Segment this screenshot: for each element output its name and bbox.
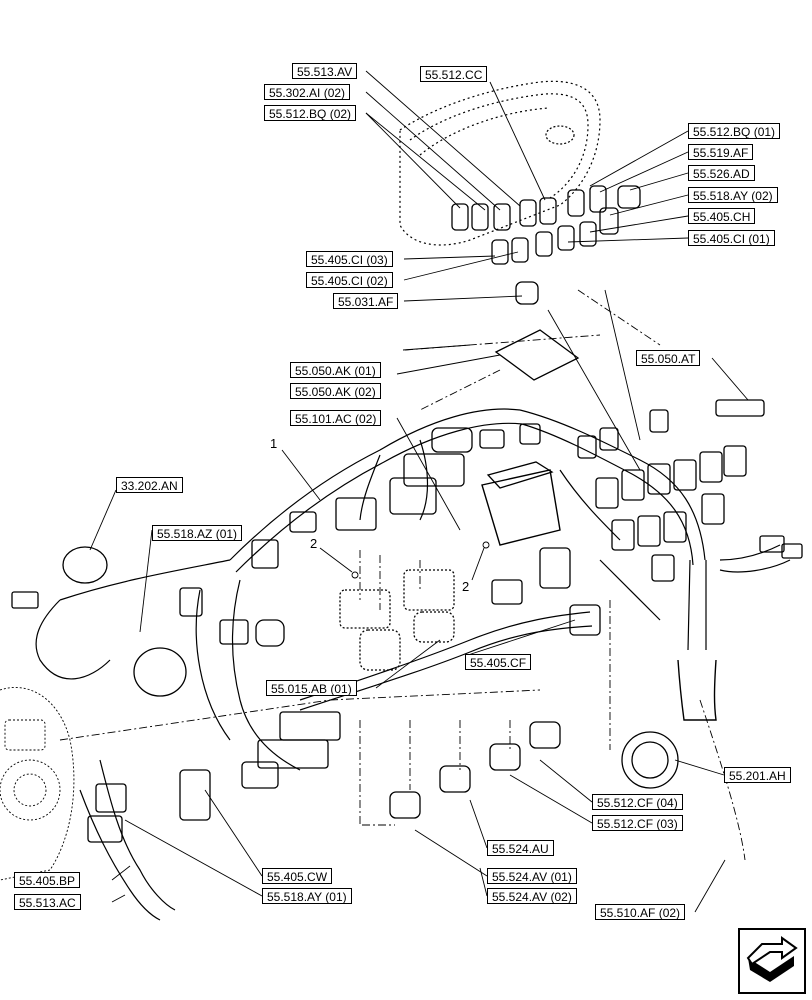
instrument-cluster [399,80,601,246]
label-55-513-av: 55.513.AV [292,63,358,79]
label-55-524-au: 55.524.AU [487,840,554,856]
label-55-518-az-01: 55.518.AZ (01) [152,525,243,541]
label-55-405-ci-03: 55.405.CI (03) [306,251,393,267]
label-55-050-ak-02: 55.050.AK (02) [290,383,381,399]
label-55-405-cw: 55.405.CW [262,868,333,884]
label-55-518-ay-01: 55.518.AY (01) [262,888,352,904]
label-33-202-an: 33.202.AN [116,477,183,493]
label-55-524-av-01: 55.524.AV (01) [487,868,577,884]
label-55-510-af-02: 55.510.AF (02) [595,904,686,920]
cluster-switch-bank [451,185,641,305]
next-page-button[interactable] [738,928,806,994]
leader-lines [59,70,749,913]
label-55-512-cf-04: 55.512.CF (04) [592,794,683,810]
label-55-302-ai-02: 55.302.AI (02) [264,84,351,100]
label-55-050-at: 55.050.AT [636,350,701,366]
label-55-050-ak-01: 55.050.AK (01) [290,362,381,378]
label-55-526-ad: 55.526.AD [688,165,755,181]
label-55-518-ay-02: 55.518.AY (02) [688,187,778,203]
label-55-405-ci-01: 55.405.CI (01) [688,230,775,246]
label-55-405-ci-02: 55.405.CI (02) [306,272,393,288]
callout-item-1: 1 [270,436,278,451]
label-55-513-ac: 55.513.AC [14,894,81,910]
engine-silhouette [0,687,75,881]
label-55-512-bq-02: 55.512.BQ (02) [264,105,357,121]
label-55-512-cc: 55.512.CC [420,66,488,82]
callout-leaders [281,449,490,581]
label-55-512-cf-03: 55.512.CF (03) [592,815,683,831]
label-55-405-ch: 55.405.CH [688,208,756,224]
label-55-201-ah: 55.201.AH [724,767,791,783]
label-55-524-av-02: 55.524.AV (02) [487,888,577,904]
callout-item-2-left: 2 [310,536,318,551]
label-55-101-ac-02: 55.101.AC (02) [290,410,382,426]
label-55-512-bq-01: 55.512.BQ (01) [688,123,781,139]
label-55-031-af: 55.031.AF [333,293,399,309]
next-page-arrow-icon [746,936,798,982]
label-55-405-bp: 55.405.BP [14,872,81,888]
label-55-405-cf: 55.405.CF [465,654,532,670]
harness-connectors [11,329,803,843]
label-55-015-ab-01: 55.015.AB (01) [266,680,357,696]
callout-item-2-right: 2 [462,579,470,594]
label-55-519-af: 55.519.AF [688,144,754,160]
